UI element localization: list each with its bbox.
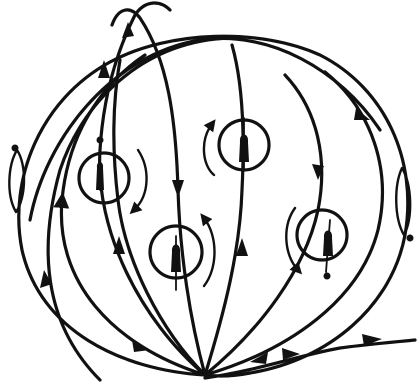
- field-line-center-right: [205, 45, 243, 375]
- field-line-top-arc-2: [48, 38, 230, 380]
- arrowhead-center-down: [172, 180, 184, 198]
- left-pole-dot: [12, 145, 19, 152]
- vortex-ring-center-upper: [204, 118, 269, 175]
- right-pole-dot: [407, 235, 414, 242]
- sphere-outline: [19, 36, 408, 376]
- field-line-far-left: [61, 55, 205, 375]
- arrowhead-bottom-left: [132, 340, 150, 352]
